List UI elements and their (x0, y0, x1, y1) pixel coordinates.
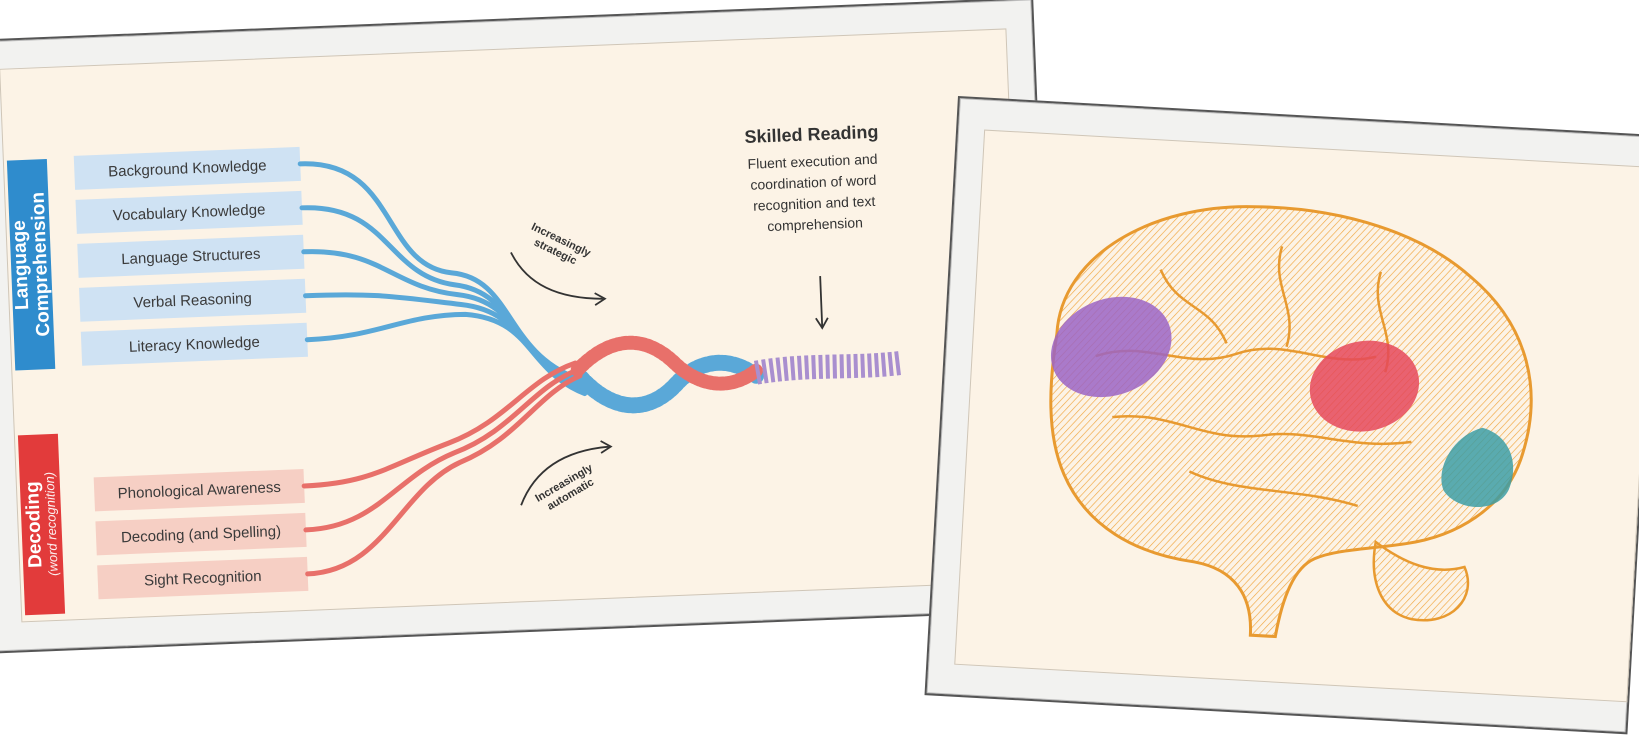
brain-illustration (927, 98, 1639, 732)
skilled-reading-caption: Skilled Reading Fluent execution and coo… (716, 121, 910, 240)
brain-outline (1038, 195, 1541, 650)
skilled-reading-rope (756, 363, 901, 373)
skilled-reading-description: Fluent execution and coordination of wor… (717, 147, 910, 239)
rope-drawing (0, 0, 1056, 651)
brain-card (925, 96, 1639, 734)
skilled-reading-arrow (814, 276, 828, 328)
decoding-strands-rope (299, 338, 763, 574)
reading-rope-card: Language Comprehension Background Knowle… (0, 0, 1058, 654)
